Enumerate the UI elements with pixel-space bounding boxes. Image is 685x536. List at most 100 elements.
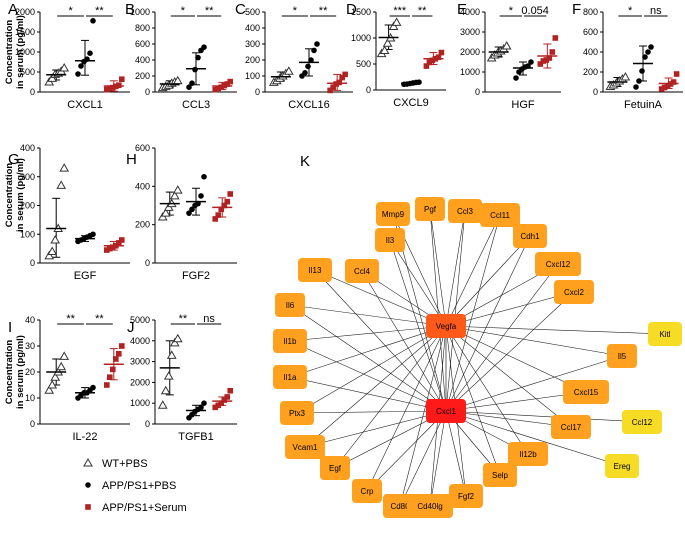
panel-label: I <box>8 319 12 336</box>
network-node: Il1b <box>273 329 307 353</box>
network-node: Crp <box>352 479 382 503</box>
node-box <box>448 199 482 223</box>
node-label: Pgf <box>424 205 437 214</box>
network-edge <box>314 269 447 327</box>
network-node: Egf <box>320 456 350 480</box>
network-node: Il12b <box>508 442 548 466</box>
network-edge <box>399 410 447 507</box>
y-tick-label: 200 <box>135 220 150 230</box>
node-box <box>554 280 594 304</box>
network-edge <box>445 210 466 412</box>
significance-label: ** <box>95 5 104 17</box>
significance-label: ** <box>179 313 188 325</box>
data-point <box>172 185 183 194</box>
y-tick-label: 0 <box>593 87 598 97</box>
data-point <box>540 58 547 64</box>
node-box <box>320 456 350 480</box>
y-tick-label: 200 <box>583 67 598 77</box>
data-point <box>336 79 342 86</box>
data-point <box>339 74 345 81</box>
significance-label: * <box>68 5 73 17</box>
node-label: Fgf2 <box>458 492 475 501</box>
node-box <box>563 380 609 404</box>
network-edge <box>334 325 447 469</box>
data-point <box>201 173 207 180</box>
network-edge <box>289 325 447 378</box>
data-point <box>327 87 333 94</box>
network-edge <box>445 214 501 412</box>
node-label: Ereg <box>614 462 631 471</box>
data-point <box>212 404 219 411</box>
node-box <box>480 203 520 227</box>
network-edge <box>289 376 447 412</box>
data-point <box>648 44 654 50</box>
data-point <box>201 400 207 407</box>
data-point <box>658 86 665 92</box>
y-tick-label: 4000 <box>130 336 150 346</box>
significance-label: ** <box>66 313 75 325</box>
x-axis-label: EGF <box>74 270 97 282</box>
network-edge <box>289 304 447 327</box>
data-point <box>198 404 204 411</box>
data-point <box>192 66 198 73</box>
network-edge <box>429 208 447 412</box>
y-tick-label: 0 <box>145 87 150 97</box>
node-box <box>415 197 445 221</box>
y-tick-label: 2000 <box>460 47 480 57</box>
y-tick-label: 0 <box>475 87 480 97</box>
data-point <box>670 79 677 85</box>
y-tick-label: 30 <box>25 341 35 351</box>
data-point <box>78 63 84 69</box>
data-point <box>227 191 234 197</box>
data-point <box>305 63 311 70</box>
node-box <box>280 401 314 425</box>
data-point <box>116 351 122 357</box>
data-point <box>302 70 308 76</box>
y-axis-title-line: in serum (pg/ml) <box>15 15 26 89</box>
data-point <box>423 63 430 69</box>
significance-label: * <box>181 5 186 17</box>
legend-label: WT+PBS <box>102 458 148 470</box>
node-box <box>345 259 379 283</box>
dot-plot-panels: A0500100015002000CXCL1***B02004006008001… <box>4 1 683 443</box>
data-point <box>47 246 58 255</box>
data-point <box>44 385 55 394</box>
data-point <box>283 66 294 75</box>
data-point <box>311 47 317 54</box>
y-tick-label: 3000 <box>130 357 150 367</box>
significance-label: *** <box>393 5 407 17</box>
network-node: Mmp9 <box>376 202 410 226</box>
network-edge <box>445 410 623 467</box>
y-tick-label: 2000 <box>15 7 35 17</box>
network-node: Vcam1 <box>285 435 325 459</box>
significance-label: * <box>628 5 633 17</box>
data-point <box>90 231 96 238</box>
data-point <box>438 49 445 56</box>
data-point <box>416 79 422 85</box>
network-edge <box>296 410 447 414</box>
node-box <box>376 202 410 226</box>
network-hub-node: Vegfa <box>426 314 466 338</box>
y-tick-label: 1000 <box>351 33 371 43</box>
panel-label: H <box>126 151 137 168</box>
data-point <box>391 17 402 26</box>
data-point <box>224 198 231 205</box>
x-axis-label: CXCL16 <box>288 99 330 111</box>
data-point <box>107 85 113 92</box>
data-point <box>639 68 645 74</box>
network-hub-node: Cxcl1 <box>426 399 466 423</box>
node-label: Ccl12 <box>632 418 653 427</box>
data-point <box>44 250 55 260</box>
y-tick-label: 1000 <box>15 47 35 57</box>
data-point <box>308 57 314 63</box>
network-edge <box>445 263 559 412</box>
panel-label: A <box>8 1 18 18</box>
network-edge <box>289 340 447 412</box>
network-edge <box>289 325 447 342</box>
y-tick-label: 0 <box>30 87 35 97</box>
node-label: Cxcl12 <box>546 260 571 269</box>
network-node: Il6 <box>275 293 305 317</box>
legend-marker-triangle <box>83 457 93 467</box>
